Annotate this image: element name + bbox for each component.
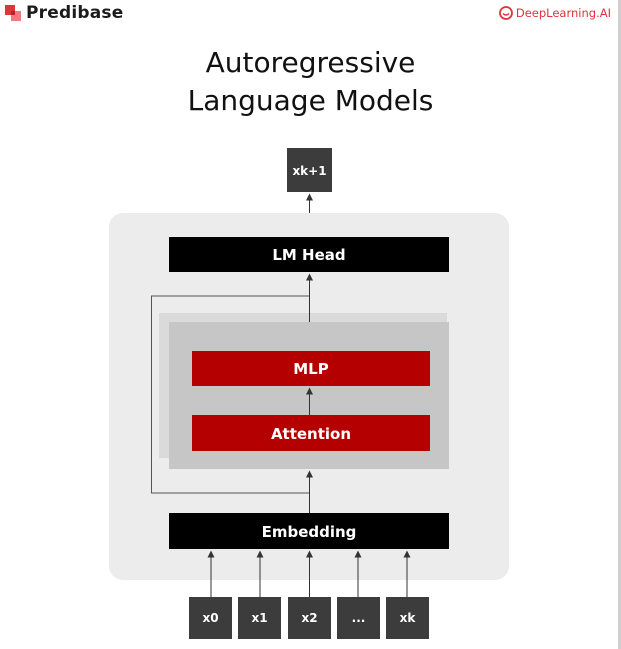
deeplearning-ai-logo: DeepLearning.AI: [498, 4, 611, 22]
residual-skip-connection: [151, 295, 310, 494]
input-token-box: [238, 597, 281, 639]
input-token-box: [386, 597, 429, 639]
attention-block: [192, 415, 430, 451]
predibase-logo-text: Predibase: [26, 3, 124, 23]
output-token-label: xk+1: [292, 164, 326, 178]
lm-head-label: LM Head: [272, 246, 345, 264]
predibase-logo: Predibase: [4, 2, 123, 24]
output-token-box: [287, 148, 332, 192]
mlp-label: MLP: [293, 360, 328, 378]
predibase-logo-icon: [5, 5, 21, 21]
input-token-label: x1: [251, 611, 267, 625]
input-token-box: [288, 597, 331, 639]
lm-head-block: [169, 237, 449, 272]
input-token-box: [337, 597, 380, 639]
title-line-2: Language Models: [187, 84, 434, 117]
input-token-label: x2: [301, 611, 317, 625]
embedding-block: [169, 513, 449, 549]
input-token-label: x0: [202, 611, 218, 625]
deeplearning-ai-logo-text: DeepLearning.AI: [515, 6, 611, 20]
input-token-label: ...: [352, 611, 366, 625]
attention-label: Attention: [271, 425, 351, 443]
deeplearning-ai-logo-icon: [498, 6, 513, 20]
right-edge-strip: [618, 0, 621, 649]
page-title: Autoregressive Language Models: [0, 44, 621, 120]
title-line-1: Autoregressive: [205, 46, 416, 79]
input-token-box: [189, 597, 232, 639]
input-token-label: xk: [400, 611, 417, 625]
embedding-label: Embedding: [262, 523, 357, 541]
mlp-block: [192, 351, 430, 386]
